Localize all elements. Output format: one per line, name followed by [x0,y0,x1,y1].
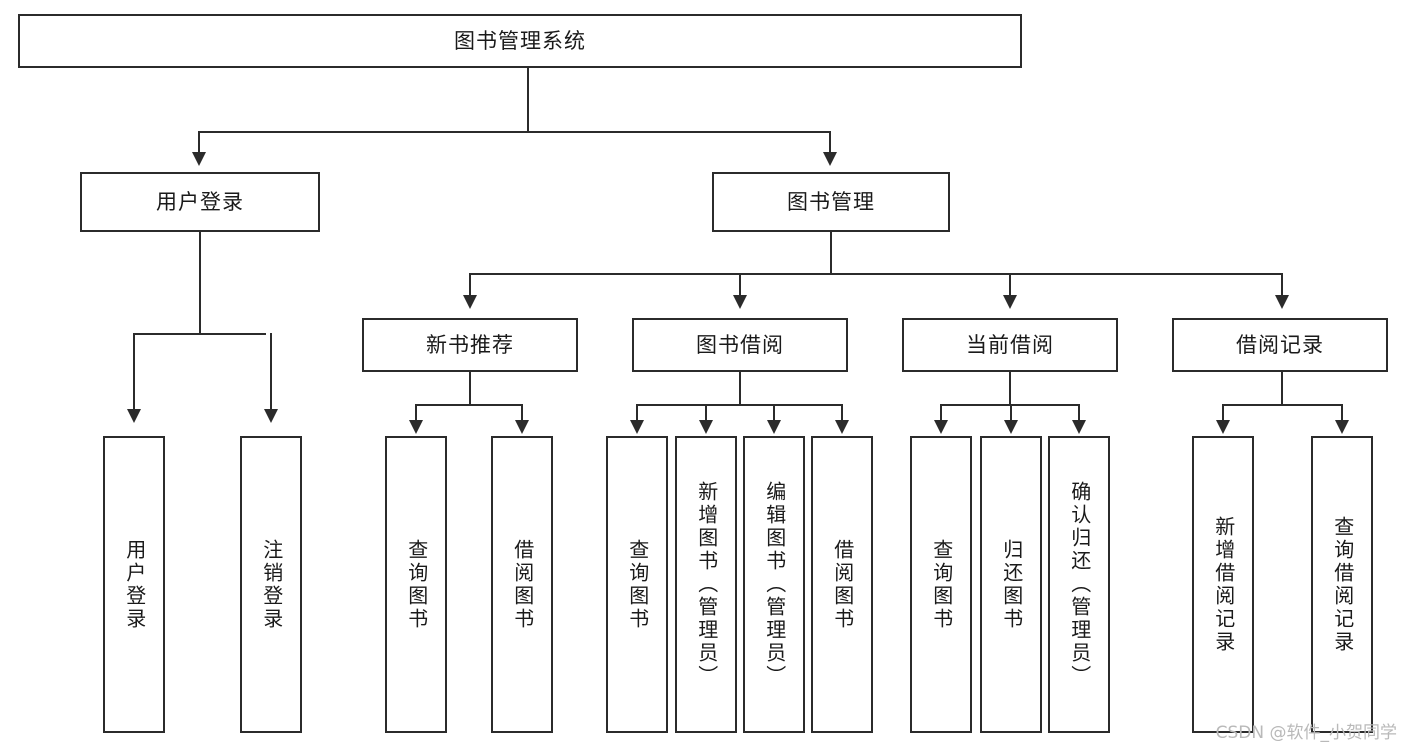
node-book-management[interactable]: 图书管理 [712,172,950,232]
leaf-borrow-query-book[interactable]: 查询图书 [606,436,668,733]
edge-current-borrow-stem [1009,372,1011,405]
edge-user-login-bus [133,333,266,335]
edge-current-borrow-to-leaf-1 [1010,404,1012,422]
edge-new-book-stem [469,372,471,405]
node-user-login[interactable]: 用户登录 [80,172,320,232]
edge-records-to-leaf-0 [1222,404,1224,422]
leaf-borrow-edit-book-admin[interactable]: 编辑图书（管理员） [743,436,805,733]
node-root-system[interactable]: 图书管理系统 [18,14,1022,68]
edge-records-bus [1222,404,1342,406]
edge-new-book-to-leaf-0 [415,404,417,422]
node-label: 查询图书 [929,538,954,631]
node-borrow-records[interactable]: 借阅记录 [1172,318,1388,372]
node-label: 图书借阅 [696,332,784,357]
edge-book-mgmt-to-l3-3 [1281,273,1283,297]
node-label: 图书管理 [787,189,875,214]
node-label: 借阅图书 [830,538,855,631]
leaf-new-book-query[interactable]: 查询图书 [385,436,447,733]
edge-user-login-stem [199,232,201,334]
node-book-borrow[interactable]: 图书借阅 [632,318,848,372]
leaf-records-query-record[interactable]: 查询借阅记录 [1311,436,1373,733]
arrow-current-borrow-to-leaf-1 [1004,420,1018,434]
node-label: 借阅图书 [510,538,535,631]
edge-root-bus [198,131,830,133]
arrow-records-to-leaf-1 [1335,420,1349,434]
edge-book-borrow-to-leaf-2 [773,404,775,422]
edge-current-borrow-to-leaf-2 [1078,404,1080,422]
node-label: 图书管理系统 [454,28,586,53]
arrow-book-borrow-to-leaf-2 [767,420,781,434]
arrow-current-borrow-to-leaf-0 [934,420,948,434]
leaf-current-query-book[interactable]: 查询图书 [910,436,972,733]
edge-book-borrow-to-leaf-0 [636,404,638,422]
arrow-new-book-to-leaf-0 [409,420,423,434]
node-label: 新增借阅记录 [1211,515,1236,654]
node-label: 查询借阅记录 [1330,515,1355,654]
edge-book-borrow-to-leaf-1 [705,404,707,422]
edge-user-login-to-leaf-1 [270,333,272,411]
edge-current-borrow-to-leaf-0 [940,404,942,422]
edge-book-mgmt-stem [830,232,832,274]
arrow-book-borrow-to-leaf-1 [699,420,713,434]
arrow-book-borrow-to-leaf-3 [835,420,849,434]
arrow-book-mgmt-to-l3-3 [1275,295,1289,309]
edge-book-mgmt-to-l3-0 [469,273,471,297]
node-label: 归还图书 [999,538,1024,631]
node-label: 新增图书（管理员） [694,481,719,688]
leaf-user-login-logout[interactable]: 注销登录 [240,436,302,733]
edge-book-mgmt-to-l3-1 [739,273,741,297]
arrow-user-login-to-leaf-0 [127,409,141,423]
arrow-root-to-book-mgmt [823,152,837,166]
arrow-book-mgmt-to-l3-0 [463,295,477,309]
edge-book-borrow-stem [739,372,741,405]
node-label: 查询图书 [625,538,650,631]
edge-new-book-to-leaf-1 [521,404,523,422]
arrow-book-borrow-to-leaf-0 [630,420,644,434]
leaf-borrow-borrow-book[interactable]: 借阅图书 [811,436,873,733]
edge-book-borrow-to-leaf-3 [841,404,843,422]
edge-user-login-to-leaf-0 [133,333,135,411]
edge-root-to-book-mgmt [829,131,831,155]
edge-book-borrow-bus [636,404,843,406]
arrow-root-to-user-login [192,152,206,166]
edge-root-to-user-login [198,131,200,155]
node-new-book-recommend[interactable]: 新书推荐 [362,318,578,372]
node-label: 新书推荐 [426,332,514,357]
arrow-user-login-to-leaf-1 [264,409,278,423]
node-current-borrow[interactable]: 当前借阅 [902,318,1118,372]
arrow-book-mgmt-to-l3-2 [1003,295,1017,309]
leaf-borrow-add-book-admin[interactable]: 新增图书（管理员） [675,436,737,733]
arrow-book-mgmt-to-l3-1 [733,295,747,309]
leaf-user-login-login[interactable]: 用户登录 [103,436,165,733]
leaf-records-add-record[interactable]: 新增借阅记录 [1192,436,1254,733]
node-label: 确认归还（管理员） [1067,481,1092,688]
node-label: 当前借阅 [966,332,1054,357]
arrow-current-borrow-to-leaf-2 [1072,420,1086,434]
node-label: 用户登录 [156,189,244,214]
edge-records-to-leaf-1 [1341,404,1343,422]
edge-book-mgmt-bus [469,273,1281,275]
arrow-new-book-to-leaf-1 [515,420,529,434]
node-label: 借阅记录 [1236,332,1324,357]
edge-new-book-bus [415,404,523,406]
csdn-watermark: CSDN @软件_小贺同学 [1215,723,1397,743]
node-label: 编辑图书（管理员） [762,481,787,688]
edge-book-mgmt-to-l3-2 [1009,273,1011,297]
node-label: 注销登录 [259,538,284,631]
leaf-new-book-borrow[interactable]: 借阅图书 [491,436,553,733]
node-label: 用户登录 [122,538,147,631]
node-label: 查询图书 [404,538,429,631]
arrow-records-to-leaf-0 [1216,420,1230,434]
leaf-current-confirm-return-admin[interactable]: 确认归还（管理员） [1048,436,1110,733]
leaf-current-return-book[interactable]: 归还图书 [980,436,1042,733]
edge-root-stem [527,68,529,132]
edge-records-stem [1281,372,1283,405]
